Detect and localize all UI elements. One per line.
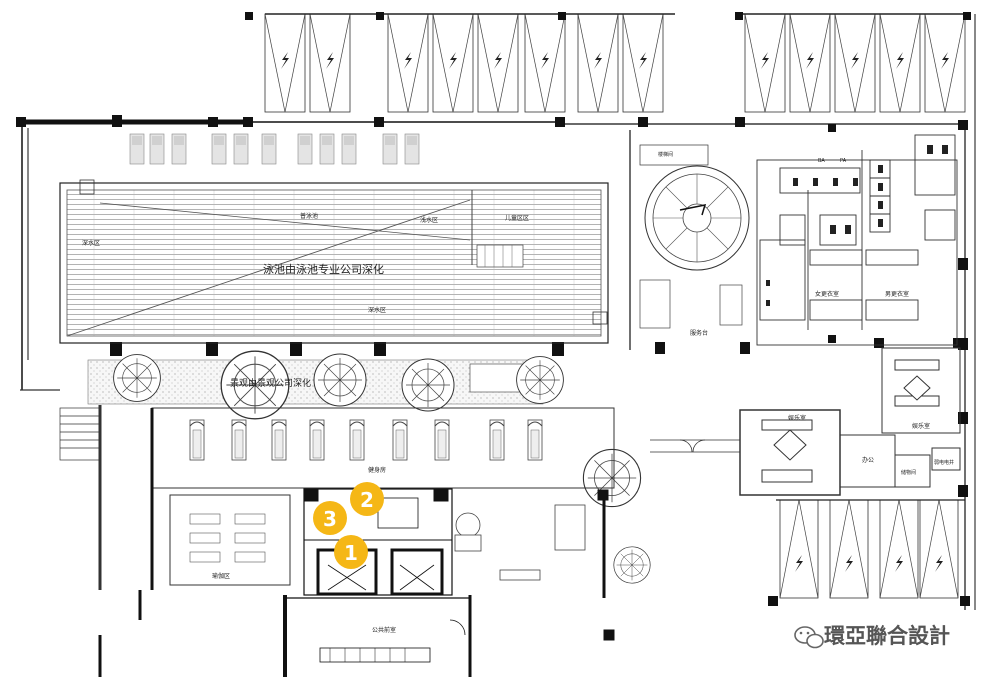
lobby-label: 公共前室: [372, 626, 396, 634]
badge-3-number: 3: [323, 507, 337, 531]
badge-2-number: 2: [360, 488, 374, 512]
bottom-parking-bays: [776, 499, 965, 599]
outer-walls: [20, 14, 976, 610]
entertainment-2-label: 娱乐室: [788, 414, 806, 422]
storage-label: 储物间: [901, 469, 916, 476]
gym-room: [150, 407, 615, 590]
ba-label: BA: [818, 158, 825, 164]
corridor-door: [650, 439, 740, 453]
female-locker-label: 女更衣室: [815, 290, 839, 298]
badge-1-number: 1: [344, 541, 358, 565]
lane-note-label: 普泳池: [300, 212, 318, 220]
top-room-label: 楼梯间: [658, 151, 673, 158]
watermark-text: 環亞聯合設計: [824, 624, 950, 648]
columns: [16, 115, 970, 606]
pool-loungers: [129, 133, 420, 165]
badge-1: 1: [334, 535, 368, 569]
landscape-caption: 景观由景观公司深化: [230, 377, 311, 389]
pool-caption: 泳池由泳池专业公司深化: [263, 262, 384, 276]
entertainment-1-label: 娱乐室: [912, 422, 930, 430]
spiral-stair: [639, 144, 750, 329]
male-locker-label: 男更衣室: [885, 290, 909, 298]
kids-area-label: 儿童区区: [505, 214, 529, 222]
swimming-pool: [59, 179, 609, 344]
yoga-label: 瑜伽区: [212, 572, 230, 580]
service-desk-label: 服务台: [690, 329, 708, 337]
office-label: 办公: [862, 456, 874, 464]
entertainment-rooms: [739, 347, 961, 496]
deep-water-bottom-label: 深水区: [368, 306, 386, 314]
badge-3: 3: [313, 501, 347, 535]
lobby: [98, 590, 615, 677]
yoga-room: [169, 494, 291, 586]
top-parking-bays: [245, 12, 971, 113]
wechat-icon: [794, 626, 824, 649]
gym-equipment-right: [454, 504, 586, 581]
locker-rooms: [756, 134, 958, 346]
left-stair: [20, 389, 102, 590]
badge-2: 2: [350, 482, 384, 516]
toilet-fixtures: [766, 145, 948, 306]
shallow-water-label: 浅水区: [420, 216, 438, 224]
electric-room-label: 弱电电井: [934, 459, 954, 466]
deep-water-left-label: 深水区: [82, 239, 100, 247]
gym-label: 健身房: [368, 466, 386, 474]
pa-label: PA: [840, 158, 847, 164]
